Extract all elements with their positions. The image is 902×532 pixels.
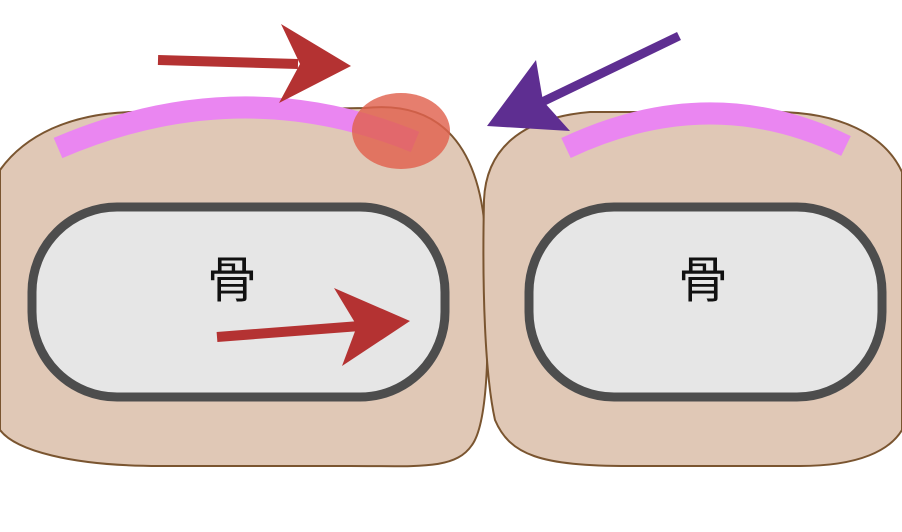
bottom-red-arrow-shaft [216,321,361,342]
right-bone-label: 骨 [678,252,728,310]
purple-arrow-shaft [538,31,681,108]
top-red-arrow-shaft [157,55,299,69]
top-red-arrow-head [279,24,351,103]
bottom-red-arrow-head [334,288,410,366]
lesion-circle [352,93,450,169]
left-bone-label: 骨 [207,252,257,310]
right-bone [524,202,887,402]
left-bone [27,202,450,402]
right-nail-band [561,102,851,158]
purple-arrow-head [487,60,570,131]
